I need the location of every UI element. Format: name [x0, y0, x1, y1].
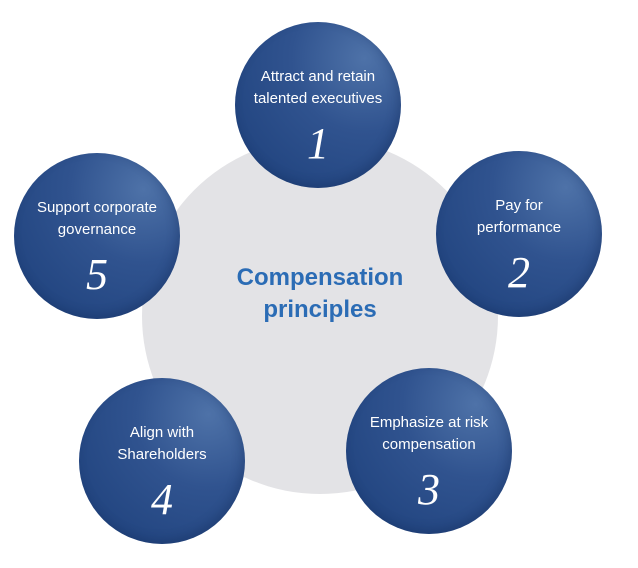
principle-circle-2: Pay for performance 2 — [436, 151, 602, 317]
principle-number: 5 — [86, 250, 108, 299]
principle-title-line-2: performance — [476, 219, 562, 236]
center-label: Compensation principles — [200, 262, 440, 326]
center-label-line-2: principles — [263, 296, 377, 323]
principle-title-line-2: governance — [57, 221, 137, 238]
principle-number: 2 — [508, 248, 530, 297]
principle-circle-3: Emphasize at risk compensation 3 — [346, 368, 512, 534]
principle-title: Support corporate governance — [22, 197, 172, 241]
principle-title-line-1: Pay for — [495, 197, 543, 214]
principle-circle-5: Support corporate governance 5 — [14, 153, 180, 319]
principle-number: 3 — [418, 465, 440, 514]
principle-title-line-2: Shareholders — [117, 446, 207, 463]
principle-title: Attract and retain talented executives — [243, 66, 393, 110]
principle-circle-4: Align with Shareholders 4 — [79, 378, 245, 544]
center-label-line-1: Compensation — [236, 264, 404, 291]
principle-title-line-1: Attract and retain — [260, 68, 376, 85]
principle-title: Emphasize at risk compensation — [354, 412, 504, 456]
principle-title: Pay for performance — [444, 195, 594, 239]
principle-title: Align with Shareholders — [87, 422, 237, 466]
principle-title-line-1: Align with — [129, 424, 195, 441]
principle-number: 4 — [151, 475, 173, 524]
principle-circle-1: Attract and retain talented executives 1 — [235, 22, 401, 188]
principle-title-line-2: talented executives — [253, 90, 383, 107]
principle-title-line-2: compensation — [382, 436, 476, 453]
principle-title-line-1: Emphasize at risk — [369, 414, 489, 431]
principle-title-line-1: Support corporate — [36, 199, 158, 216]
principle-number: 1 — [307, 119, 329, 168]
